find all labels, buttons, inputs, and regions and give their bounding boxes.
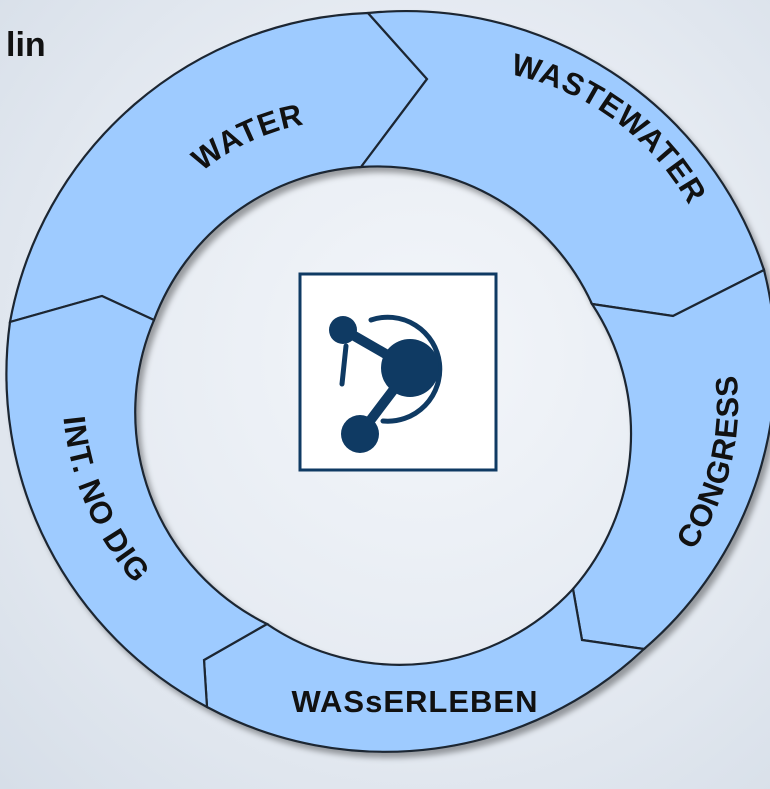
segment-congress bbox=[571, 268, 770, 651]
network-node-logo-icon bbox=[298, 272, 498, 472]
corner-title-text: lin bbox=[6, 26, 46, 64]
segment-label-wasserleben: WASsERLEBEN bbox=[292, 684, 539, 719]
segment-group bbox=[5, 10, 770, 753]
segment-wasserleben bbox=[202, 586, 647, 753]
segment-no-dig bbox=[5, 294, 270, 709]
segment-wastewater bbox=[358, 10, 766, 318]
segment-water bbox=[8, 11, 429, 324]
